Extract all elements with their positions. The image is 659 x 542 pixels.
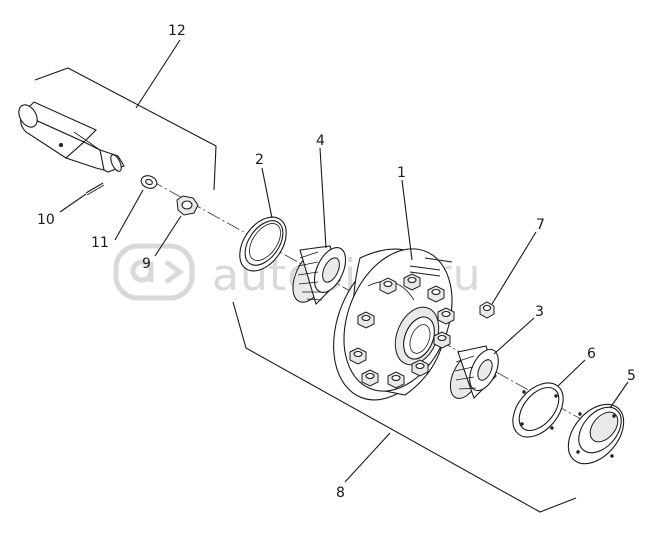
spindle-journal (110, 154, 122, 172)
leader-11 (114, 189, 144, 241)
callout-12: 12 (168, 23, 186, 39)
hub-part (333, 179, 455, 401)
outer-bearing-part (449, 317, 535, 400)
hub-studs (409, 257, 453, 277)
hub-stud (424, 257, 453, 263)
spindle-edge-line (73, 131, 101, 151)
hub-cap-hole (612, 414, 616, 418)
callout-2: 2 (255, 152, 264, 168)
cotter-pin-edge (86, 184, 105, 196)
seal-inner (244, 220, 284, 266)
hub-cap-hole (576, 450, 580, 454)
hub-nuts (349, 273, 455, 389)
castle-nut-face (181, 200, 193, 210)
hub-nut (433, 331, 451, 349)
hub-nut (361, 369, 379, 387)
callout-11: 11 (91, 235, 109, 251)
callout-5: 5 (627, 368, 636, 384)
hub-nut (349, 347, 367, 365)
inner-bearing-bore (322, 257, 340, 283)
wheel-nut-face (482, 304, 492, 312)
leader-4 (319, 147, 327, 249)
callout-1: 1 (397, 165, 406, 181)
hub-stud (409, 265, 441, 277)
hub-bore-race (409, 324, 431, 354)
outer-bearing-bore (477, 359, 493, 381)
wheel-nut-part (479, 231, 537, 319)
callout-10: 10 (37, 212, 55, 228)
callout-6: 6 (587, 346, 596, 362)
gasket-hole (550, 426, 554, 430)
hub-nut (403, 273, 421, 291)
hub-cap-hole (578, 412, 582, 416)
cotter-pin-part (59, 182, 105, 213)
castle-nut-part (154, 195, 199, 257)
spindle-cotter-hole (59, 142, 64, 147)
cotter-pin (85, 182, 104, 194)
leader-1 (401, 179, 413, 261)
spindle-end-face (18, 104, 38, 128)
callout-8: 8 (336, 485, 345, 501)
hub-cap-face (589, 411, 619, 443)
gasket-inner (518, 387, 560, 431)
spindle-part (18, 101, 125, 173)
callout-7: 7 (536, 217, 545, 233)
gasket-hole (522, 390, 526, 394)
hub-nut (437, 307, 455, 325)
inner-bearing-part (292, 147, 347, 306)
hub-nut (411, 359, 429, 377)
watermark-logo-glyph (130, 259, 185, 285)
hub-cap-hole (610, 454, 614, 458)
leader-10 (59, 193, 87, 213)
bracket-12 (34, 67, 217, 191)
inner-bearing-rollers (297, 251, 323, 301)
gasket-part (512, 359, 586, 438)
callout-4: 4 (316, 133, 325, 149)
leader-3 (493, 317, 535, 355)
gasket-hole (554, 394, 558, 398)
gasket-hole (520, 422, 524, 426)
watermark-logo-frame (113, 243, 195, 301)
leader-12 (135, 39, 181, 109)
bracket-8 (232, 301, 577, 513)
hub-bore-inner (403, 316, 435, 360)
hub-cap-part (567, 381, 629, 465)
callout-9: 9 (142, 256, 151, 272)
hub-nut (379, 277, 397, 295)
washer-hole (145, 178, 153, 186)
leader-2 (261, 167, 273, 219)
oil-seal-part (239, 167, 287, 272)
leader-5 (609, 381, 629, 409)
seal-lip (249, 223, 281, 261)
hub-nut (427, 285, 445, 303)
leader-8 (344, 432, 391, 483)
hub-nut (387, 371, 405, 389)
leader-6 (557, 359, 586, 387)
washer-part (114, 175, 158, 241)
callout-3: 3 (535, 304, 544, 320)
leader-7 (491, 231, 537, 305)
leader-9 (154, 215, 182, 257)
outer-bearing-rollers (454, 355, 477, 390)
hub-nut (357, 311, 375, 329)
